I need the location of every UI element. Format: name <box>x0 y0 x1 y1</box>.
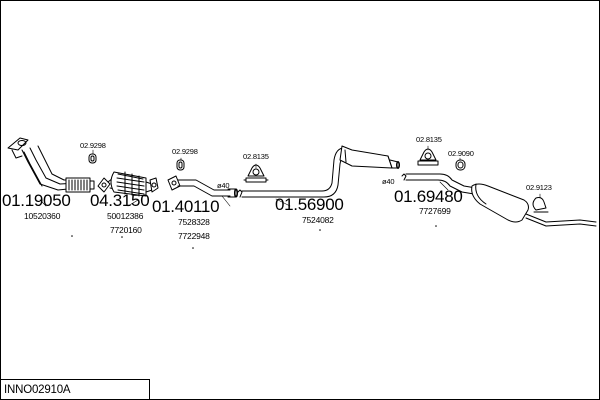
part-number-front-silencer: 01.56900 <box>275 195 344 214</box>
part-number-catalyst: 04.3150 <box>90 191 150 210</box>
part-ref-intermediate-1: 7528328 <box>178 217 210 227</box>
front-pipe-drawing <box>7 137 95 193</box>
part-number-intermediate-pipe: 01.40110 <box>152 197 220 216</box>
part-ref-front-silencer: 7524082 <box>302 215 334 225</box>
rear-silencer-drawing <box>401 173 597 227</box>
part-number-front-pipe: 01.19050 <box>2 191 71 210</box>
fitting-tail-clamp: 02.9123 <box>526 183 552 192</box>
part-number-rear-silencer: 01.69480 <box>394 187 463 206</box>
catalytic-converter-drawing <box>97 171 159 197</box>
gasket-1-drawing <box>88 153 97 164</box>
diameter-label-1: ø40 <box>217 181 230 190</box>
diagram-code: INNO02910A <box>4 384 71 396</box>
fitting-clamp-2: 02.8135 <box>416 135 442 144</box>
reference-dots <box>71 225 437 249</box>
part-ref-rear-silencer: 7727699 <box>419 206 451 216</box>
diagram-code-box: INNO02910A <box>0 379 150 400</box>
gasket-2-drawing <box>176 159 185 171</box>
fitting-hanger: 02.9090 <box>448 149 474 158</box>
diameter-label-2: ø40 <box>382 177 395 186</box>
part-ref-catalyst-2: 7720160 <box>110 225 142 235</box>
part-ref-intermediate-2: 7722948 <box>178 231 210 241</box>
leader-lines <box>39 145 541 207</box>
hanger-drawing <box>455 159 466 171</box>
intermediate-pipe-drawing <box>167 175 238 198</box>
tail-clamp-drawing <box>532 197 549 213</box>
front-silencer-drawing <box>237 145 400 198</box>
part-ref-front-pipe: 10520360 <box>24 211 61 221</box>
clamp-2-drawing <box>417 148 439 166</box>
fitting-clamp-1: 02.8135 <box>243 152 269 161</box>
fitting-gasket-1: 02.9298 <box>80 141 106 150</box>
clamp-1-drawing <box>243 164 269 183</box>
part-ref-catalyst-1: 50012386 <box>107 211 144 221</box>
fitting-gasket-2: 02.9298 <box>172 147 198 156</box>
